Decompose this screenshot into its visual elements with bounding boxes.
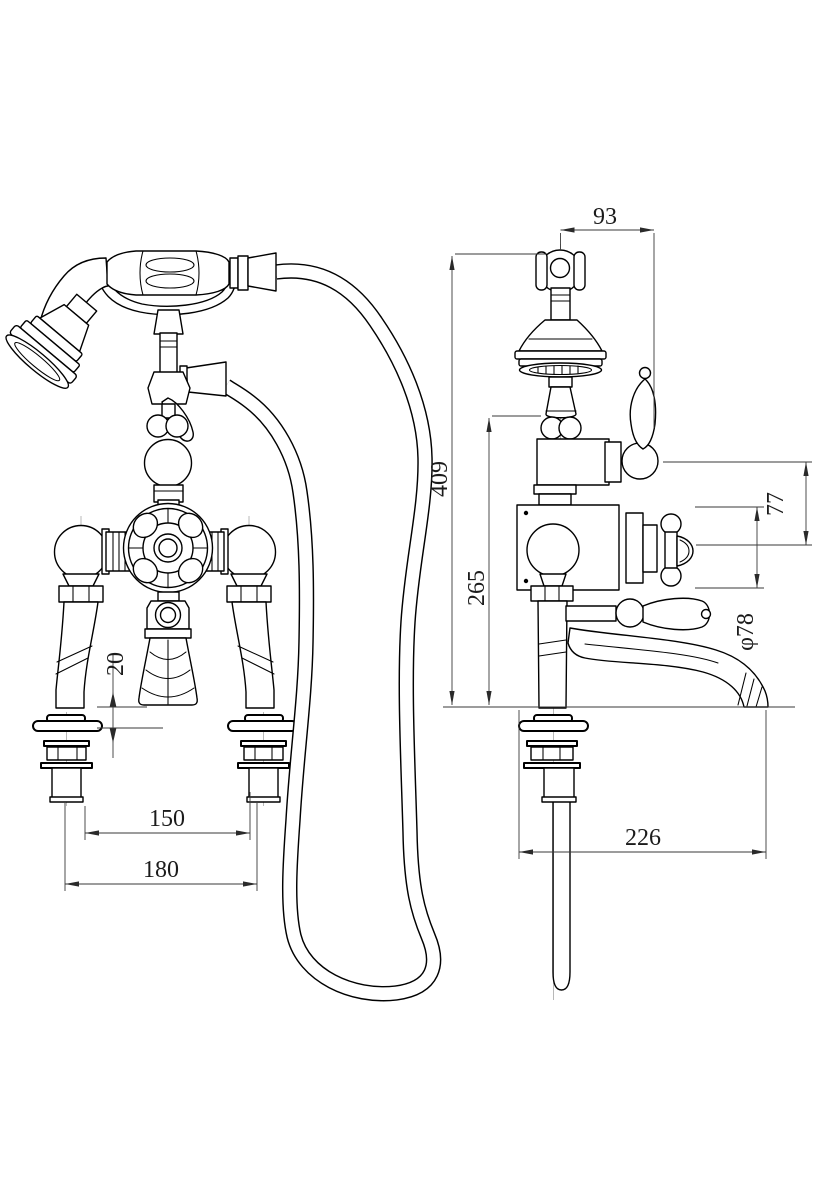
cross-handle-hub [676,535,694,567]
inlet-ball-side [526,523,580,577]
cross-handle-lobes [132,512,204,584]
hose-elbow [247,252,277,292]
spout-front [138,591,198,706]
dim-77-label: 77 [763,492,789,516]
side-flange [518,720,589,732]
sensor-tube [552,802,571,991]
side-tail [543,767,575,800]
dim-226-label: 226 [625,825,661,851]
dim-150-label: 150 [149,806,185,832]
shower-hose [221,263,442,1002]
handset-cradle [95,263,237,335]
handset-grip-side [545,386,577,419]
front-left-leg [32,524,109,803]
thermostat-dial [122,499,214,594]
shower-head-side [518,319,603,352]
flow-lever-side [642,597,711,631]
riser-ball [143,438,193,488]
right-inlet-ball [221,524,277,580]
dim-180: 180 [64,803,258,891]
dim-226: 226 [518,710,767,859]
right-locknut [243,746,284,761]
dim-phi78-label: φ78 [733,613,759,651]
right-tail [248,767,279,800]
diverter-body [536,438,610,486]
left-flange [32,720,103,732]
front-view: 20 150 180 [5,250,442,1002]
dim-409-label: 409 [427,461,453,497]
left-locknut [46,746,87,761]
dim-265-label: 265 [464,570,490,606]
dim-20-label: 20 [103,652,129,676]
valve-side [516,504,694,602]
dim-20: 20 [97,652,163,758]
right-flange [227,720,298,732]
diverter-side [533,366,659,506]
front-right-leg [221,524,298,803]
dim-180-label: 180 [143,857,179,883]
dim-409: 409 [427,253,546,705]
flow-lever-joint [615,598,645,628]
dim-77: 77 [663,461,812,546]
dim-150: 150 [84,792,251,840]
diverter-lever-side [629,378,657,450]
handset-front [5,250,277,389]
side-mounting [518,714,589,991]
dim-phi78: φ78 [695,506,764,651]
lever-ball-joint [621,442,659,480]
left-inlet-ball [53,524,109,580]
diverter-front [143,332,227,503]
dial-hub [153,533,183,563]
handset-side [514,249,607,440]
dim-93: 93 [560,204,655,428]
dim-93-label: 93 [593,204,617,230]
side-view: 93 409 265 77 φ78 226 [427,204,812,1000]
dim-265: 265 [464,415,541,705]
left-tail [51,767,82,800]
shower-head-front [5,293,98,389]
hose-union [185,361,227,397]
